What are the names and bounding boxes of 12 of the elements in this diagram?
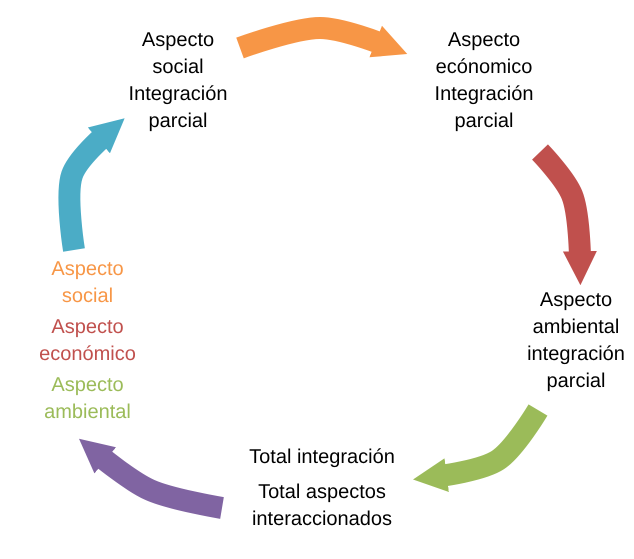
node-text: Integración parcial [434, 82, 534, 134]
node-text: Aspecto social [140, 28, 216, 80]
node-text: Total integración [248, 445, 396, 470]
curved-arrow [236, 17, 408, 58]
node-text: Total aspectos interaccionados [250, 480, 394, 532]
node-text: Integración parcial [128, 82, 228, 134]
node-text: Aspecto económico [38, 315, 137, 367]
curved-arrow [78, 438, 224, 519]
node-text: integración parcial [526, 342, 626, 394]
node-text: Aspecto ambiental [43, 373, 132, 425]
node-text: Aspecto social [50, 257, 125, 309]
node-text: Aspecto ecónomico [434, 28, 534, 80]
